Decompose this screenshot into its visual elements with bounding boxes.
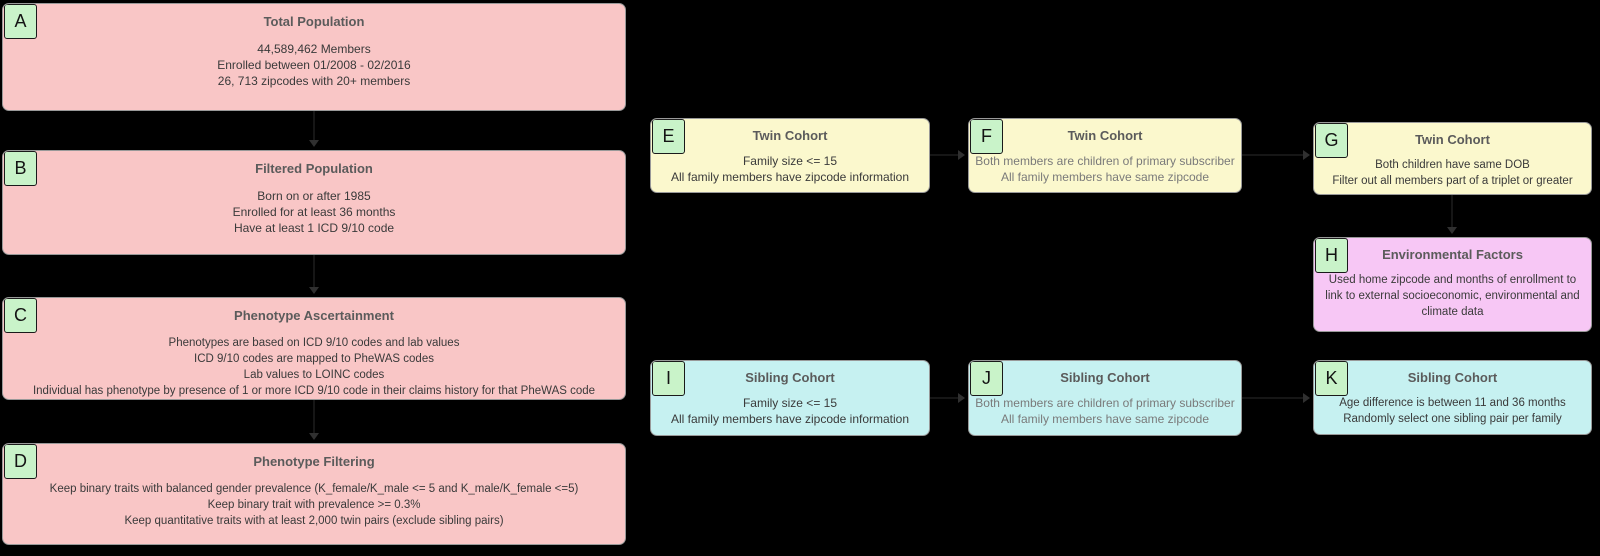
node-text-line: Used home zipcode and months of enrollme… <box>1328 274 1577 286</box>
node-text-line: Individual has phenotype by presence of … <box>32 385 596 397</box>
arrowhead-a-to-b <box>309 140 319 147</box>
node-text-line: All family members have zipcode informat… <box>670 170 910 184</box>
node-label-a: A <box>4 4 37 39</box>
connector-e-to-f <box>930 154 963 156</box>
node-text-line: Keep quantitative traits with at least 2… <box>124 515 504 527</box>
arrowhead-b-to-c <box>309 287 319 294</box>
node-body: Phenotypes are based on ICD 9/10 codes a… <box>3 335 625 399</box>
node-label-b: B <box>4 151 37 186</box>
node-text-line: Family size <= 15 <box>742 154 838 168</box>
node-filtered-population: B Filtered Population Born on or after 1… <box>2 150 626 255</box>
node-text-line: link to external socioeconomic, environm… <box>1325 290 1580 302</box>
node-title: Sibling Cohort <box>1060 370 1150 385</box>
arrowhead-f-to-g <box>1303 150 1310 160</box>
node-text-line: All family members have zipcode informat… <box>670 412 910 426</box>
connector-a-to-b <box>313 111 315 145</box>
node-body: Used home zipcode and months of enrollme… <box>1314 272 1591 320</box>
node-body: Age difference is between 11 and 36 mont… <box>1314 395 1591 427</box>
node-sibling-cohort-i: I Sibling Cohort Family size <= 15 All f… <box>650 360 930 436</box>
node-phenotype-ascertainment: C Phenotype Ascertainment Phenotypes are… <box>2 297 626 400</box>
node-text-line: Have at least 1 ICD 9/10 code <box>233 221 395 235</box>
node-letter: C <box>14 305 27 325</box>
node-label-k: K <box>1315 361 1348 396</box>
node-body: Family size <= 15 All family members hav… <box>651 395 929 427</box>
node-label-e: E <box>652 119 685 154</box>
node-letter: F <box>981 126 992 146</box>
node-text-line: Enrolled for at least 36 months <box>232 205 396 219</box>
node-label-g: G <box>1315 123 1348 158</box>
node-text-line: Lab values to LOINC codes <box>243 369 385 381</box>
node-body: Family size <= 15 All family members hav… <box>651 153 929 185</box>
node-text-line: All family members have same zipcode <box>1000 412 1210 426</box>
node-twin-cohort-g: G Twin Cohort Both children have same DO… <box>1313 122 1592 195</box>
node-text-line: Both children have same DOB <box>1375 159 1530 171</box>
node-body: 44,589,462 Members Enrolled between 01/2… <box>3 41 625 89</box>
node-body: Both members are children of primary sub… <box>969 153 1241 185</box>
node-title: Sibling Cohort <box>1407 370 1498 385</box>
node-text-line: Family size <= 15 <box>742 396 838 410</box>
node-body: Born on or after 1985 Enrolled for at le… <box>3 188 625 236</box>
node-environmental-factors: H Environmental Factors Used home zipcod… <box>1313 237 1592 332</box>
node-label-c: C <box>4 298 37 333</box>
node-title: Phenotype Filtering <box>253 454 375 469</box>
node-label-f: F <box>970 119 1003 154</box>
node-text-line: Age difference is between 11 and 36 mont… <box>1339 397 1566 409</box>
node-title: Twin Cohort <box>1067 128 1143 143</box>
node-text-line: Born on or after 1985 <box>257 189 371 203</box>
node-title: Total Population <box>263 14 365 29</box>
node-sibling-cohort-j: J Sibling Cohort Both members are childr… <box>968 360 1242 436</box>
arrowhead-j-to-k <box>1303 393 1310 403</box>
connector-c-to-d <box>313 400 315 438</box>
node-text-line: Both members are children of primary sub… <box>975 154 1235 168</box>
node-text-line: Keep binary traits with balanced gender … <box>49 483 579 495</box>
node-twin-cohort-e: E Twin Cohort Family size <= 15 All fami… <box>650 118 930 193</box>
node-title: Environmental Factors <box>1382 247 1523 262</box>
node-body: Both children have same DOB Filter out a… <box>1314 157 1591 189</box>
node-text-line: Enrolled between 01/2008 - 02/2016 <box>217 58 411 72</box>
node-text-line: All family members have same zipcode <box>1000 170 1210 184</box>
node-sibling-cohort-k: K Sibling Cohort Age difference is betwe… <box>1313 360 1592 435</box>
node-letter: J <box>982 368 991 388</box>
node-text-line: Both members are children of primary sub… <box>975 396 1235 410</box>
node-body: Both members are children of primary sub… <box>969 395 1241 427</box>
node-text-line: 44,589,462 Members <box>257 42 371 56</box>
node-letter: I <box>665 368 671 388</box>
node-total-population: A Total Population 44,589,462 Members En… <box>2 3 626 111</box>
arrowhead-c-to-d <box>309 433 319 440</box>
node-phenotype-filtering: D Phenotype Filtering Keep binary traits… <box>2 443 626 545</box>
node-title: Twin Cohort <box>752 128 828 143</box>
node-title: Filtered Population <box>255 161 373 176</box>
node-letter: E <box>662 126 675 146</box>
node-title: Sibling Cohort <box>745 370 835 385</box>
node-label-h: H <box>1315 238 1348 273</box>
node-letter: B <box>14 158 27 178</box>
arrowhead-e-to-f <box>958 150 965 160</box>
node-text-line: 26, 713 zipcodes with 20+ members <box>217 74 411 88</box>
node-label-j: J <box>970 361 1003 396</box>
node-letter: K <box>1325 368 1338 388</box>
node-text-line: Keep binary trait with prevalence >= 0.3… <box>207 499 421 511</box>
node-label-d: D <box>4 444 37 479</box>
arrowhead-i-to-j <box>958 393 965 403</box>
node-letter: G <box>1324 130 1339 150</box>
node-label-i: I <box>652 361 685 396</box>
node-text-line: climate data <box>1421 306 1484 318</box>
connector-j-to-k <box>1242 397 1308 399</box>
node-letter: H <box>1325 245 1338 265</box>
connector-f-to-g <box>1242 154 1308 156</box>
arrowhead-g-to-h <box>1447 227 1457 234</box>
connector-b-to-c <box>313 255 315 292</box>
node-letter: A <box>14 11 27 31</box>
node-text-line: Phenotypes are based on ICD 9/10 codes a… <box>168 337 460 349</box>
node-title: Twin Cohort <box>1415 132 1490 147</box>
node-text-line: Filter out all members part of a triplet… <box>1332 175 1573 187</box>
node-text-line: Randomly select one sibling pair per fam… <box>1343 413 1562 425</box>
connector-g-to-h <box>1451 193 1453 232</box>
node-body: Keep binary traits with balanced gender … <box>3 481 625 529</box>
node-letter: D <box>14 451 27 471</box>
node-title: Phenotype Ascertainment <box>234 308 394 323</box>
connector-i-to-j <box>930 397 963 399</box>
node-text-line: ICD 9/10 codes are mapped to PheWAS code… <box>194 353 434 365</box>
node-twin-cohort-f: F Twin Cohort Both members are children … <box>968 118 1242 193</box>
